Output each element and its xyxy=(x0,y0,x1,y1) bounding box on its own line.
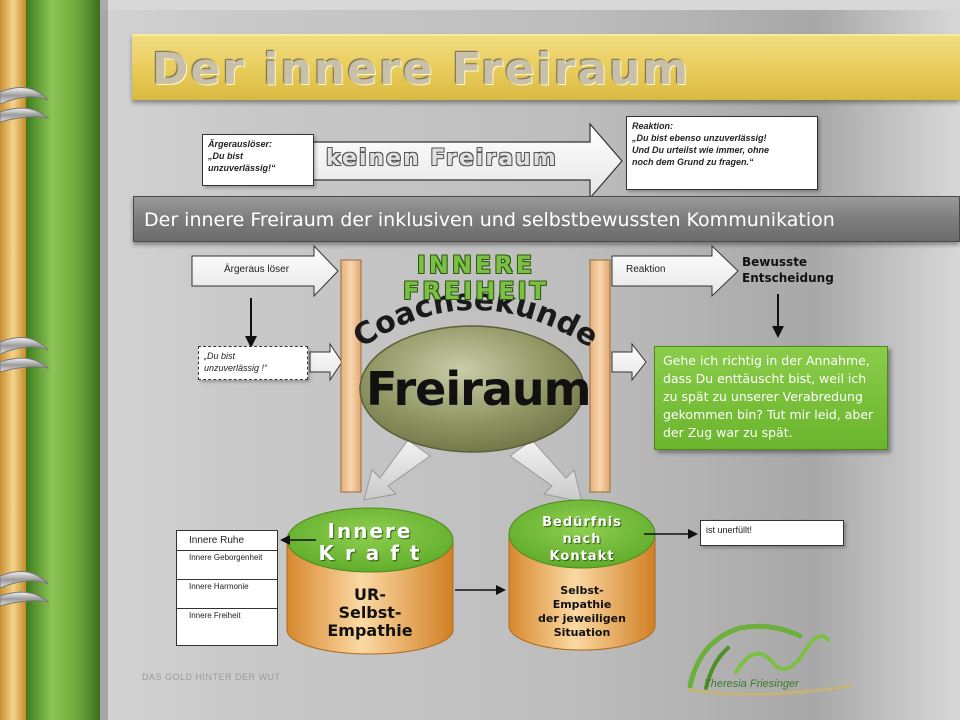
author-name: Theresia Friesinger xyxy=(704,678,799,690)
decision-line: Entscheidung xyxy=(742,271,834,285)
innere-freiheit-line: INNERE xyxy=(416,251,536,279)
top-trigger-box: Ärgerauslöser: „Du bist unzuverlässig!“ xyxy=(202,134,314,186)
top-strip xyxy=(0,0,960,10)
quote-line: „Du bist xyxy=(204,351,236,361)
top-trigger-line: „Du bist xyxy=(208,151,243,161)
subtitle-bar: Der innere Freiraum der inklusiven und s… xyxy=(133,196,960,242)
right-cylinder-top-label: Bedürfnis nach Kontakt xyxy=(512,514,652,565)
down-arrow-icon xyxy=(245,298,257,348)
binder-ring-icon xyxy=(0,571,50,607)
left-cylinder-body-line: Empathie xyxy=(327,621,413,640)
freiraum-label: Freiraum xyxy=(366,362,592,416)
arrow-to-unmet-icon xyxy=(644,529,698,539)
binder-spine xyxy=(0,0,108,720)
side-list-item: Innere Freiheit xyxy=(189,611,241,620)
slide-subtitle: Der innere Freiraum der inklusiven und s… xyxy=(144,209,835,231)
trigger-label: Ärgeraus löser xyxy=(224,264,290,275)
left-cylinder-body-line: Selbst- xyxy=(338,603,402,622)
slide-title: Der innere Freiraum xyxy=(152,44,691,95)
right-cylinder-top-line: Kontakt xyxy=(549,549,615,564)
keinen-freiraum-arrow-icon xyxy=(309,122,623,200)
diagonal-arrow-right-icon xyxy=(509,439,583,503)
unmet-box: ist unerfüllt! xyxy=(700,520,844,546)
top-trigger-line: Ärgerauslöser: xyxy=(208,139,273,149)
right-cylinder-body-label: Selbst- Empathie der jeweiligen Situatio… xyxy=(512,584,652,640)
left-pillar xyxy=(340,259,362,493)
top-reaction-box: Reaktion: „Du bist ebenso unzuverlässig!… xyxy=(626,116,818,190)
right-cylinder xyxy=(508,499,656,651)
quote-box: „Du bist unzuverlässig !“ xyxy=(198,346,308,380)
arrow-to-side-list-icon xyxy=(280,535,316,545)
left-cylinder-body-line: UR- xyxy=(354,585,386,604)
top-trigger-line: unzuverlässig!“ xyxy=(208,163,276,173)
response-box: Gehe ich richtig in der Annahme, dass Du… xyxy=(654,346,888,450)
response-line: dass Du enttäuscht bist, weil ich xyxy=(663,371,867,386)
diagonal-arrow-left-icon xyxy=(363,439,431,501)
innere-freiheit-line: FREIHEIT xyxy=(403,277,549,305)
left-cylinder-top-line: K r a f t xyxy=(318,541,422,565)
left-cylinder xyxy=(286,507,454,655)
response-arrow-icon xyxy=(611,342,647,382)
response-line: gekommen bin? Tut mir leid, aber xyxy=(663,407,874,422)
binder-ring-icon xyxy=(0,87,50,123)
right-cylinder-body-line: Selbst- xyxy=(560,584,604,597)
side-list-item: Innere Ruhe xyxy=(177,531,277,551)
right-cylinder-top-line: nach xyxy=(562,532,602,547)
side-list-item: Innere Harmonie xyxy=(177,580,277,609)
right-cylinder-top-line: Bedürfnis xyxy=(542,515,622,530)
response-line: der Zug war zu spät. xyxy=(663,425,793,440)
quote-arrow-icon xyxy=(309,342,343,382)
decision-label: Bewusste Entscheidung xyxy=(742,254,834,286)
reaction-arrow-icon xyxy=(611,244,739,298)
binder-ring-icon xyxy=(0,337,50,373)
top-reaction-line: Und Du urteilst wie immer, ohne xyxy=(632,145,770,155)
left-cylinder-top-line: Innere xyxy=(327,519,413,543)
top-reaction-line: „Du bist ebenso unzuverlässig! xyxy=(632,133,767,143)
arrow-between-cylinders-icon xyxy=(455,585,506,595)
trigger-arrow-icon xyxy=(191,244,339,298)
right-pillar xyxy=(589,259,611,493)
side-list: Innere Ruhe Innere Geborgenheit Innere H… xyxy=(176,530,278,646)
decision-line: Bewusste xyxy=(742,255,808,269)
footer-text: DAS GOLD HINTER DER WUT xyxy=(142,672,281,682)
response-line: zu spät zu unserer Verabredung xyxy=(663,389,863,404)
keinen-freiraum-label: keinen Freiraum xyxy=(326,146,558,171)
top-reaction-line: noch dem Grund zu fragen.“ xyxy=(632,157,754,167)
response-line: Gehe ich richtig in der Annahme, xyxy=(663,353,870,368)
right-cylinder-body-line: der jeweiligen xyxy=(538,612,626,625)
reaction-label: Reaktion xyxy=(626,264,666,275)
innere-freiheit-label: INNERE FREIHEIT xyxy=(364,252,588,304)
top-reaction-line: Reaktion: xyxy=(632,121,674,131)
down-arrow-icon xyxy=(772,294,784,338)
title-bar: Der innere Freiraum xyxy=(132,34,960,100)
side-list-item: Innere Geborgenheit xyxy=(177,551,277,580)
right-cylinder-body-line: Empathie xyxy=(552,598,612,611)
unmet-label: ist unerfüllt! xyxy=(706,525,753,535)
right-cylinder-body-line: Situation xyxy=(553,626,611,639)
left-cylinder-body-label: UR- Selbst- Empathie xyxy=(292,586,448,640)
freiraum-oval xyxy=(359,325,585,453)
left-cylinder-top-label: Innere K r a f t xyxy=(292,520,448,564)
logo-icon xyxy=(687,623,852,696)
quote-line: unzuverlässig !“ xyxy=(204,363,268,373)
